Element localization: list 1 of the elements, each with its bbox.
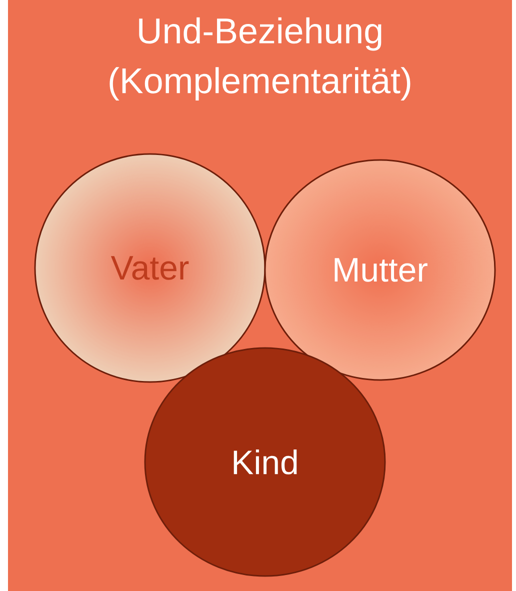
- title: Und-Beziehung (Komplementarität): [110, 17, 410, 101]
